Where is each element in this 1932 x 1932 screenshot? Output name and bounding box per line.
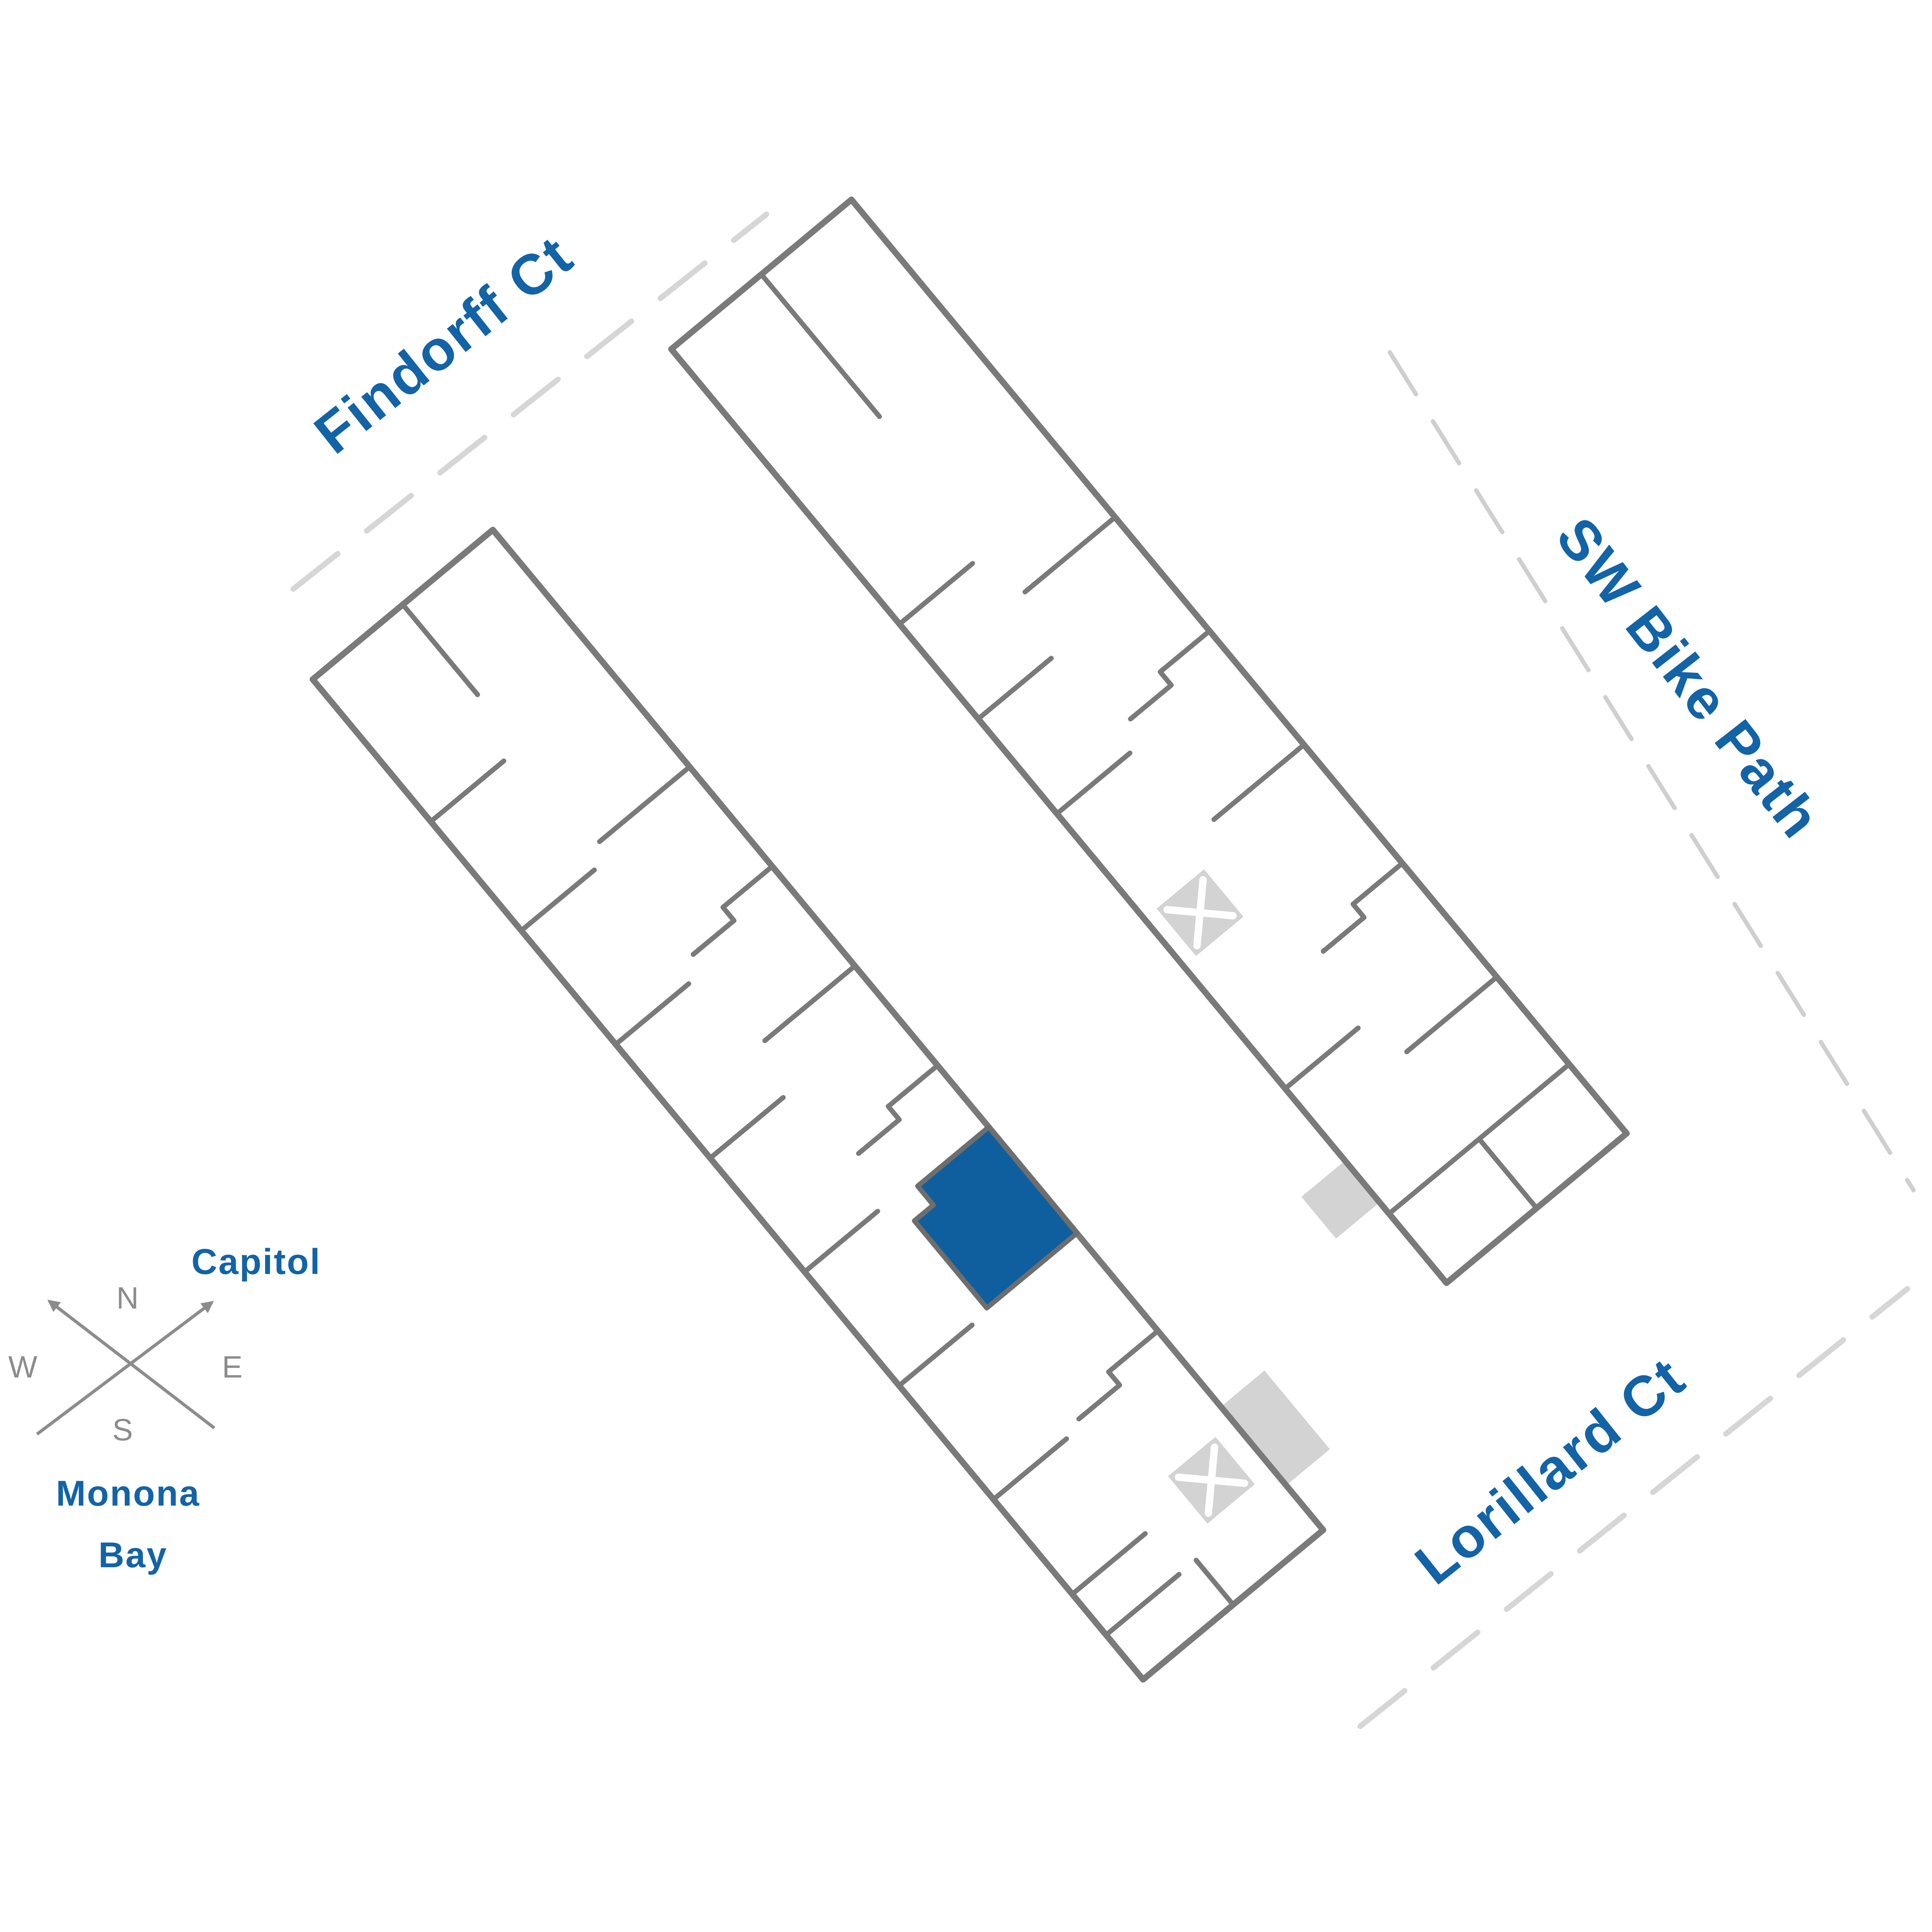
unit-divider <box>707 1095 786 1161</box>
elevator-icon <box>1146 859 1254 967</box>
building-upper-units-sw <box>897 561 1361 1091</box>
building-lower-exit-walkway <box>1221 1370 1330 1486</box>
unit-divider <box>896 1322 975 1388</box>
unit-divider <box>1211 742 1307 822</box>
unit-divider <box>1282 1026 1361 1091</box>
compass-s-label: S <box>112 1413 134 1447</box>
building-upper <box>668 196 1630 1286</box>
unit-divider <box>1476 1136 1539 1211</box>
unit-divider <box>759 272 882 419</box>
landmark-labels: Capitol Monona Bay <box>56 1242 321 1575</box>
compass-northeast-arrow <box>36 1301 214 1436</box>
street-label-findorff-ct: Findorff Ct <box>303 223 585 466</box>
unit-divider <box>762 963 857 1043</box>
unit-divider <box>597 764 692 844</box>
building-lower <box>310 527 1330 1683</box>
unit-divider <box>1321 861 1405 954</box>
compass-n-label: N <box>116 1281 140 1315</box>
findorff-ct-street-line <box>290 211 769 592</box>
landmark-label-bay: Bay <box>99 1535 168 1575</box>
unit-divider <box>1128 628 1212 722</box>
unit-divider <box>991 1436 1069 1502</box>
unit-divider <box>428 758 507 824</box>
unit-divider <box>519 867 597 933</box>
street-label-sw-bike-path: SW Bike Path <box>1544 506 1833 850</box>
building-lower-units-sw <box>428 758 1148 1597</box>
building-lower-units-ne <box>597 764 1161 1422</box>
unit-divider <box>1054 750 1133 816</box>
unit-divider <box>613 981 691 1047</box>
elevator-icon <box>1157 1426 1265 1534</box>
unit-divider <box>1076 1328 1161 1422</box>
unit-divider <box>1070 1531 1148 1597</box>
unit-divider <box>690 864 775 957</box>
landmark-label-capitol: Capitol <box>191 1242 321 1282</box>
unit-divider <box>802 1209 880 1274</box>
unit-divider <box>1194 1558 1236 1607</box>
unit-divider <box>1404 975 1500 1054</box>
unit-divider <box>897 561 975 627</box>
compass-e-label: E <box>222 1350 243 1384</box>
unit-divider <box>856 1063 940 1156</box>
compass: N W E S <box>8 1281 243 1447</box>
unit-divider <box>1022 515 1118 595</box>
unit-divider <box>400 602 480 697</box>
unit-divider <box>976 656 1054 721</box>
landmark-label-monona: Monona <box>56 1473 201 1514</box>
compass-w-label: W <box>8 1350 38 1384</box>
unit-divider <box>1104 1572 1182 1638</box>
lorillard-ct-street-line <box>1357 1286 1910 1729</box>
street-lines <box>290 211 1916 1729</box>
highlighted-unit[interactable] <box>899 1124 1080 1311</box>
compass-northwest-arrow <box>47 1299 216 1430</box>
street-label-lorillard-ct: Lorillard Ct <box>1404 1345 1697 1597</box>
sw-bike-path-street-line <box>1388 350 1916 1192</box>
building-upper-units-ne <box>1022 515 1500 1054</box>
